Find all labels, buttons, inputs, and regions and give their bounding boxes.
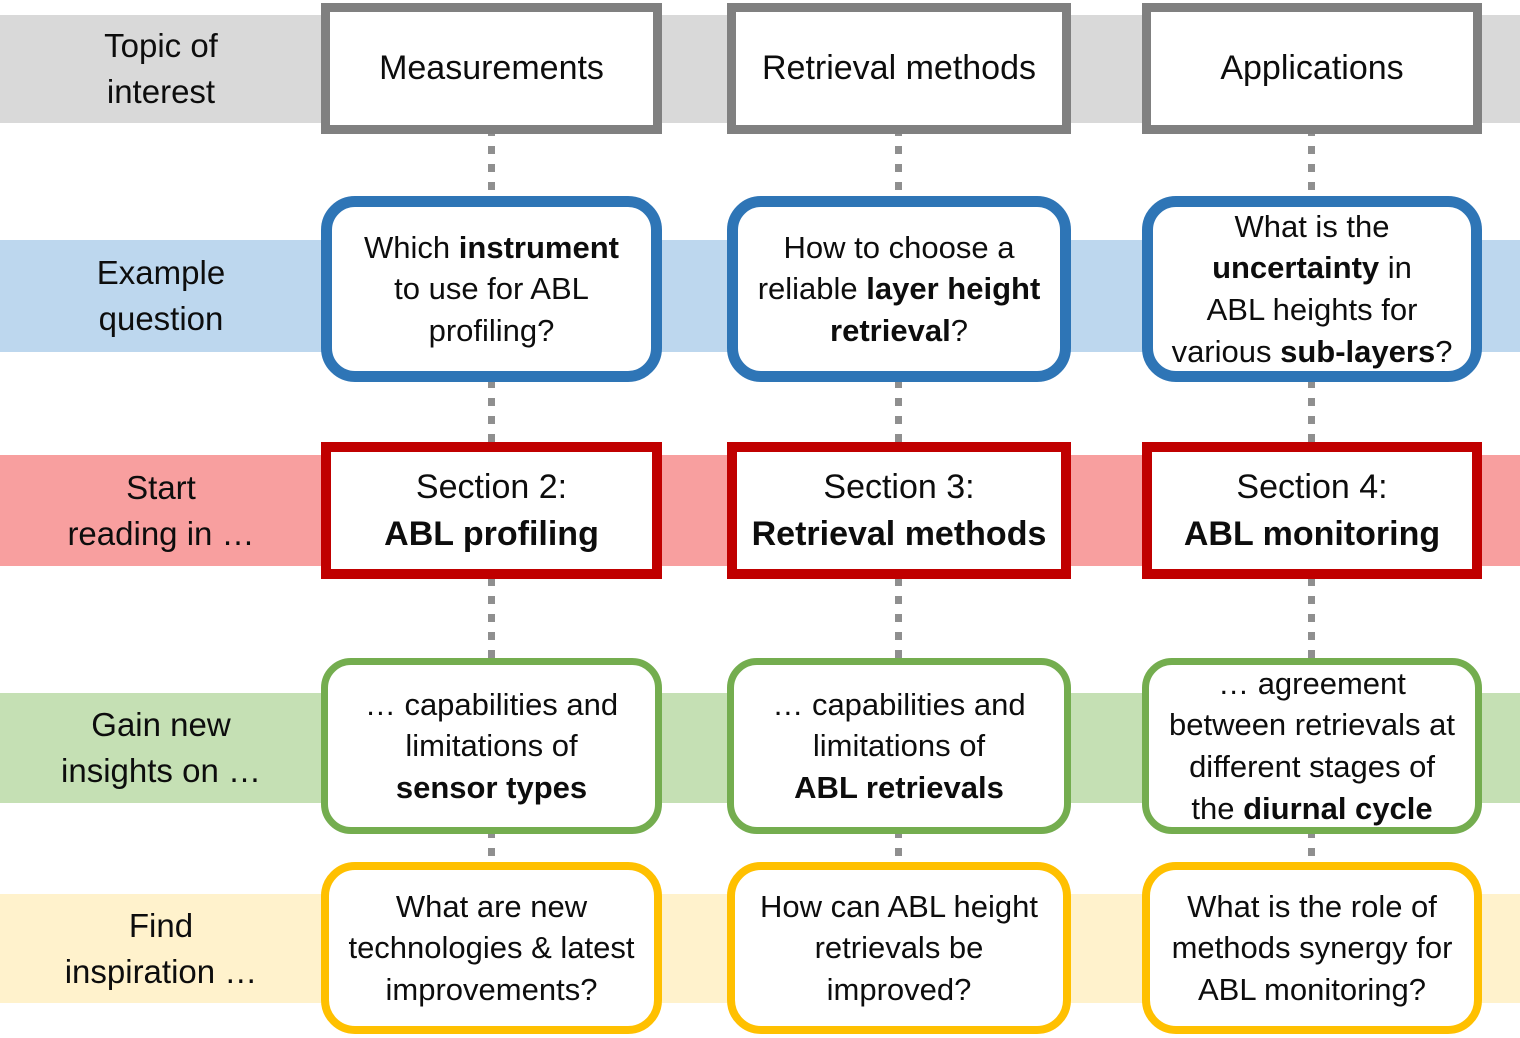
row-label-find-inspiration: Find inspiration … [64,906,258,990]
box-inspiration-improve-retrievals: How can ABL height retrievals be improve… [727,862,1071,1034]
box-insights-abl-retrievals: … capabilities and limitations of ABL re… [727,658,1071,834]
box-question-retrieval-methods: How to choose a reliable layer height re… [727,196,1071,382]
box-topic-measurements: Measurements [321,3,662,134]
box-insights-sensor-types: … capabilities and limitations of sensor… [321,658,662,834]
box-section-retrieval-methods: Section 3: Retrieval methods [727,442,1071,579]
box-topic-retrieval-methods: Retrieval methods [727,3,1071,134]
row-label-start-reading: Start reading in … [67,468,255,552]
box-question-applications: What is the uncertainty in ABL heights f… [1142,196,1482,382]
box-section-abl-profiling: Section 2: ABL profiling [321,442,662,579]
row-label-topic-of-interest: Topic of interest [104,27,218,110]
row-label-gain-insights: Gain new insights on … [61,706,261,789]
box-insights-diurnal-cycle: … agreement between retrievals at differ… [1142,658,1482,834]
box-topic-applications: Applications [1142,3,1482,134]
box-section-abl-monitoring: Section 4: ABL monitoring [1142,442,1482,579]
box-inspiration-methods-synergy: What is the role of methods synergy for … [1142,862,1482,1034]
box-inspiration-new-technologies: What are new technologies & latest impro… [321,862,662,1034]
row-label-example-question: Example question [96,254,226,337]
box-question-measurements: Which instrument to use for ABL profilin… [321,196,662,382]
